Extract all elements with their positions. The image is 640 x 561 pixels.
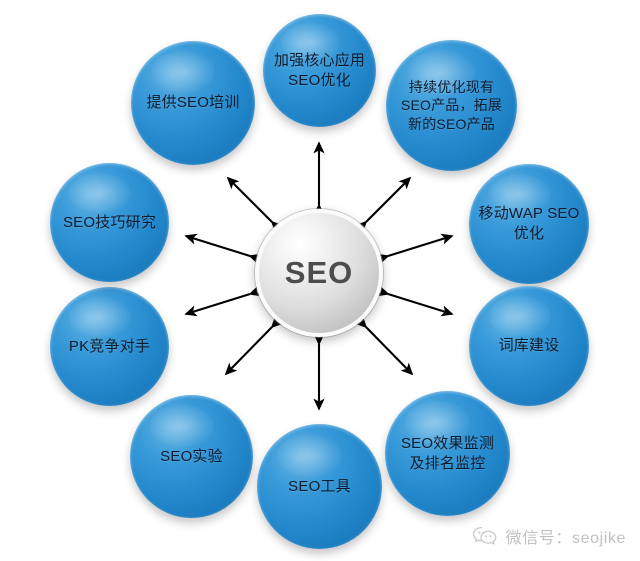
node-circle-8[interactable]: PK竞争对手 [50,287,169,406]
watermark: 微信号：seojike [472,524,626,548]
arrow-to-node-4 [376,285,454,317]
node-label-10: 提供SEO培训 [146,94,240,112]
node-circle-2[interactable]: 持续优化现有SEO产品，拓展新的SEO产品 [386,40,517,171]
node-label-4: 词库建设 [498,337,560,355]
node-circle-5[interactable]: SEO效果监测及排名监控 [385,391,510,516]
node-label-8: PK竞争对手 [68,337,151,355]
arrow-to-node-3 [376,233,454,265]
node-circle-9[interactable]: SEO技巧研究 [50,163,169,282]
center-hub-circle[interactable]: SEO [255,209,383,337]
arrow-to-node-2 [354,176,412,234]
node-circle-3[interactable]: 移动WAP SEO优化 [469,164,589,284]
node-circle-7[interactable]: SEO实验 [130,395,253,518]
arrow-to-node-5 [354,315,414,376]
wechat-icon [472,526,498,547]
node-label-6: SEO工具 [288,477,351,495]
arrow-to-node-9 [184,233,262,265]
node-label-5: SEO效果监测及排名监控 [400,434,495,472]
arrow-to-node-7 [224,315,284,376]
node-circle-1[interactable]: 加强核心应用SEO优化 [263,14,376,127]
node-label-7: SEO实验 [160,447,223,465]
node-circle-6[interactable]: SEO工具 [257,424,382,549]
node-label-3: 移动WAP SEO优化 [478,205,580,242]
node-label-2: 持续优化现有SEO产品，拓展新的SEO产品 [400,79,503,132]
watermark-text: 微信号：seojike [505,530,626,547]
arrow-to-node-10 [226,176,284,234]
arrow-to-node-8 [184,285,262,317]
node-label-1: 加强核心应用SEO优化 [273,51,366,89]
center-hub-label: SEO [284,255,354,290]
node-circle-4[interactable]: 词库建设 [469,286,589,406]
node-label-9: SEO技巧研究 [62,213,157,231]
node-circle-10[interactable]: 提供SEO培训 [131,41,255,165]
